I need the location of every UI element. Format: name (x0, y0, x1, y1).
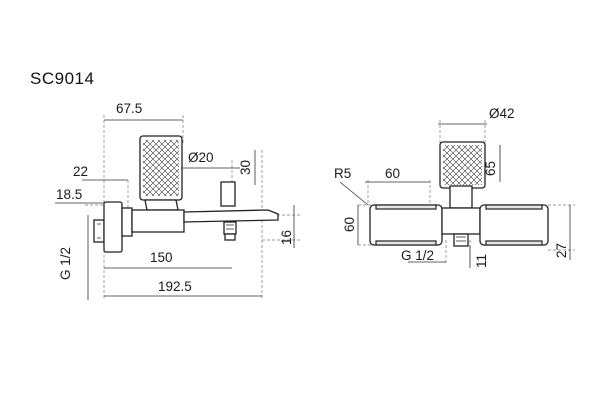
side-handle (139, 135, 183, 211)
side-inlet-fitting (93, 201, 133, 253)
top-view: Ø42 65 60 R5 60 G 1/2 11 27 (334, 106, 575, 268)
dim-11: 11 (474, 254, 489, 268)
dim-60-width: 60 (385, 166, 400, 181)
dim-phi20: Ø20 (188, 150, 214, 165)
side-body (131, 181, 279, 241)
top-handle (439, 141, 486, 209)
dim-16: 16 (279, 230, 294, 245)
dim-65: 65 (483, 161, 498, 176)
dim-30: 30 (238, 160, 253, 175)
dim-r5: R5 (334, 166, 351, 181)
dim-g12-side: G 1/2 (58, 247, 73, 280)
dim-150: 150 (150, 250, 173, 265)
dim-27: 27 (554, 243, 569, 258)
side-view: 67.5 Ø20 30 22 18.5 G 1/2 150 192.5 16 (55, 101, 300, 300)
top-center-body (441, 207, 481, 247)
dim-22: 22 (73, 164, 88, 179)
dim-192-5: 192.5 (158, 279, 192, 294)
top-right-plate (479, 204, 549, 246)
dim-phi42: Ø42 (489, 106, 515, 121)
dim-18-5: 18.5 (56, 187, 82, 202)
model-title: SC9014 (30, 69, 94, 88)
dim-67-5: 67.5 (116, 101, 142, 116)
top-left-plate (369, 204, 443, 246)
dim-60-depth: 60 (342, 217, 357, 232)
dim-g12-top: G 1/2 (401, 248, 434, 263)
